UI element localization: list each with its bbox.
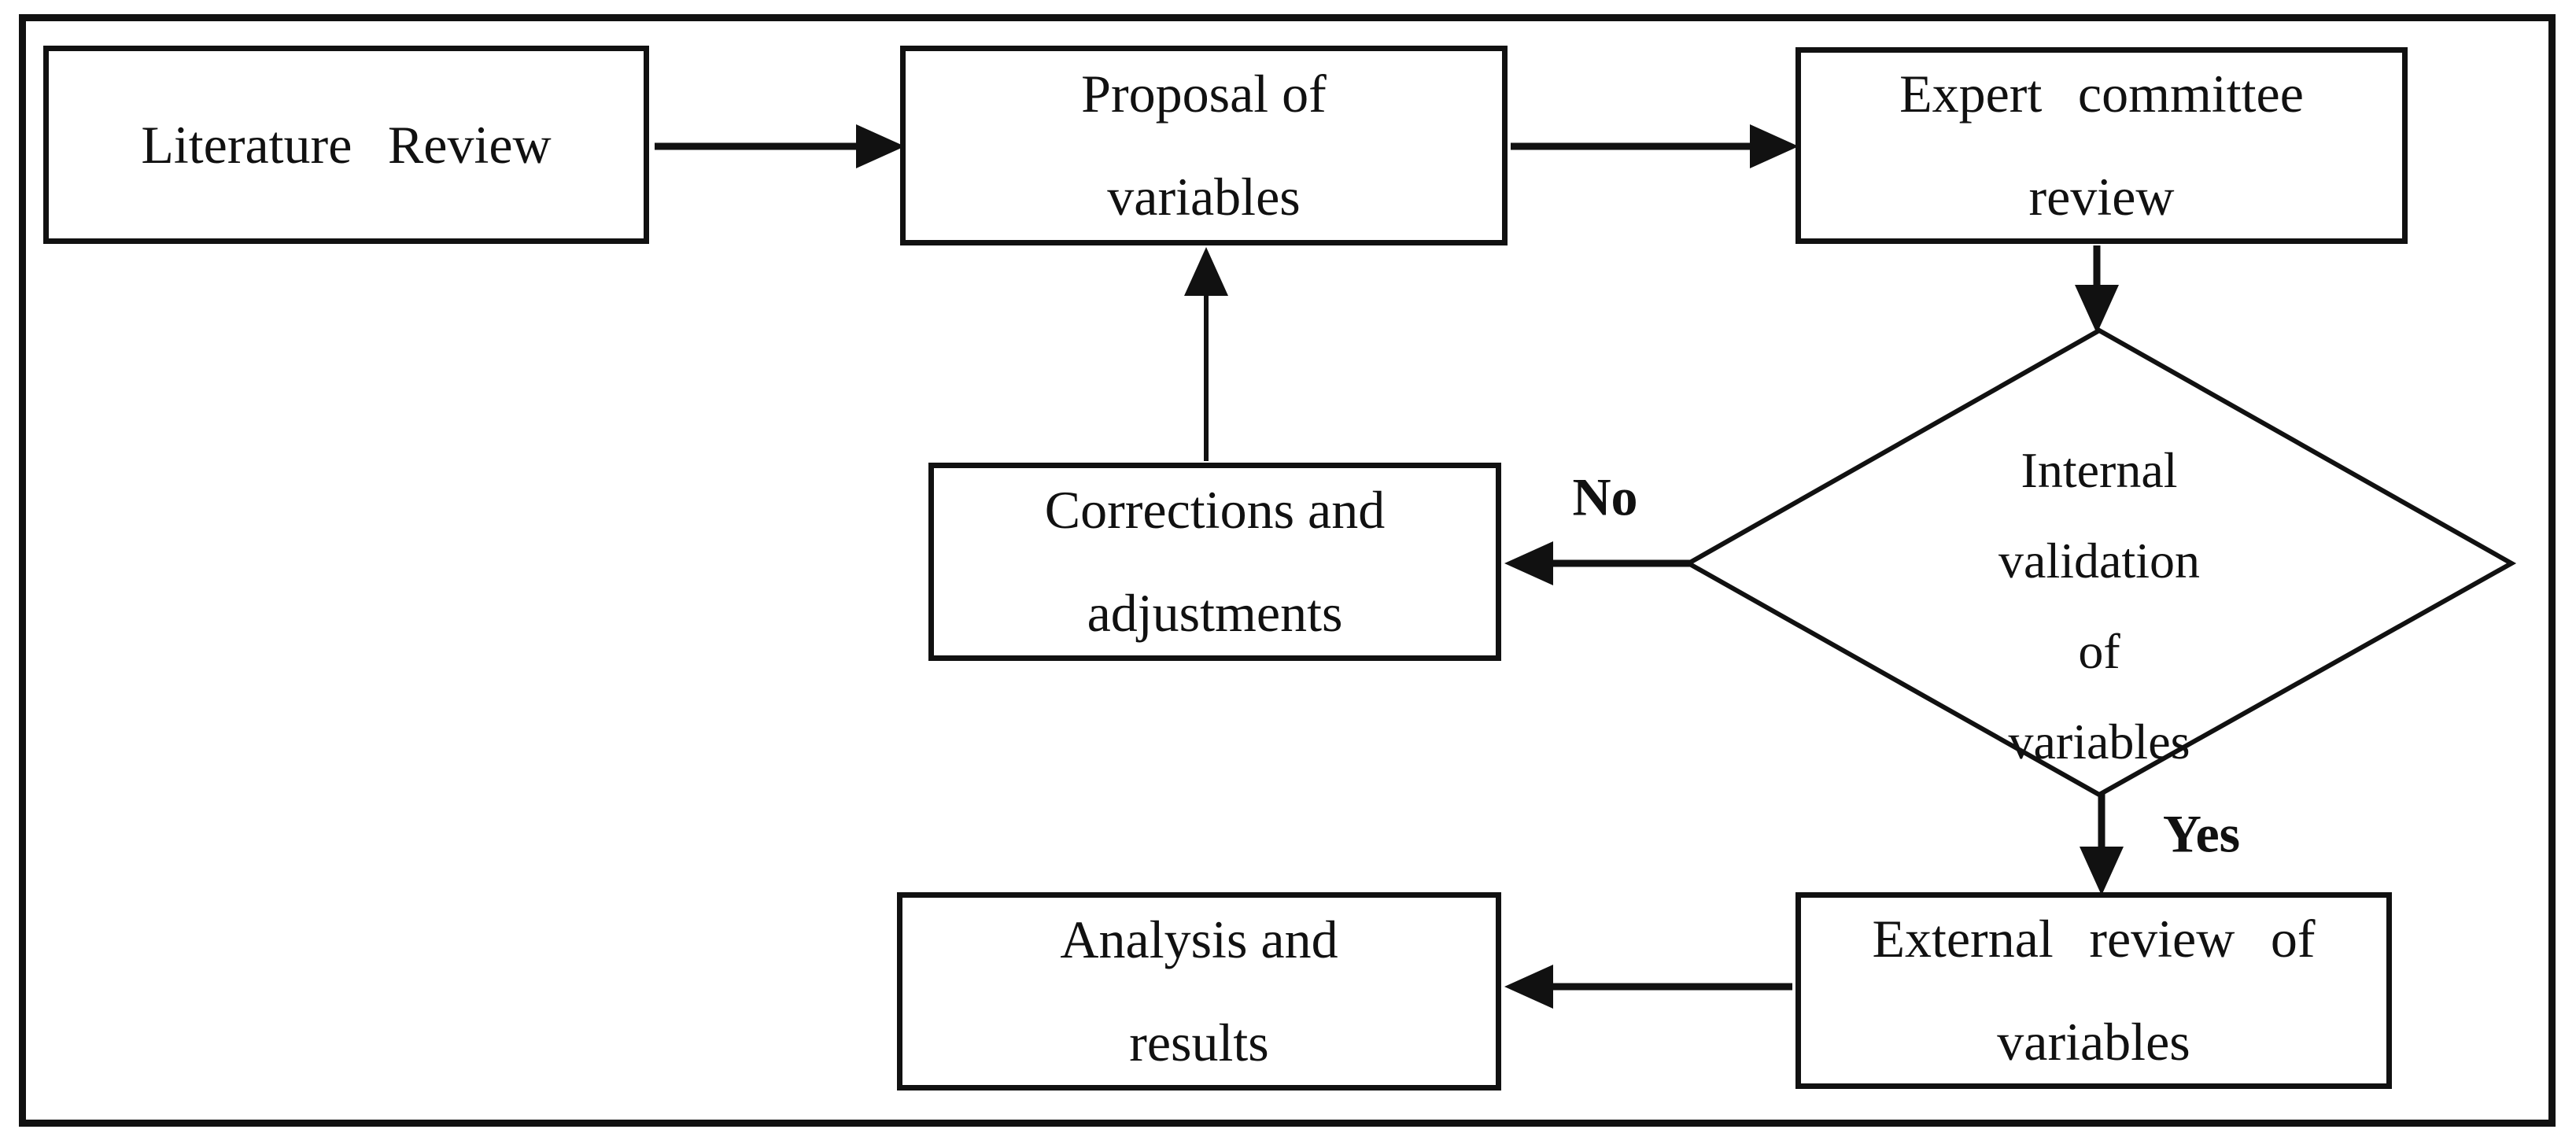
node-literature-review-label: Literature Review [141, 114, 552, 175]
node-corrections-line1: Corrections and [1044, 480, 1386, 541]
node-corrections-line2: adjustments [1087, 583, 1343, 643]
arrowhead-external-to-analysis [1504, 965, 1553, 1009]
node-proposal-line1: Proposal of [1081, 64, 1327, 124]
node-external-line1: External review of [1872, 909, 2316, 969]
arrowhead-expert-to-decision [2075, 285, 2119, 334]
decision-line1: Internal [2021, 442, 2178, 498]
arrowhead-literature-to-proposal [856, 124, 905, 168]
node-corrections-and-adjustments: Corrections and adjustments [928, 463, 1501, 661]
node-analysis-line1: Analysis and [1060, 910, 1338, 970]
decision-line3: of [2078, 623, 2120, 679]
node-expert-line1: Expert committee [1899, 64, 2304, 124]
node-analysis-line2: results [1129, 1013, 1269, 1072]
node-external-review-of-variables: External review of variables [1795, 892, 2392, 1089]
node-expert-line2: review [2028, 167, 2175, 227]
node-expert-committee-review: Expert committee review [1795, 47, 2408, 244]
diagram-outer-border [19, 14, 2556, 1127]
arrowhead-decision-to-external [2080, 847, 2124, 895]
node-external-line2: variables [1997, 1012, 2190, 1072]
node-internal-validation-decision: Internal validation of variables [1902, 425, 2296, 787]
arrowhead-decision-to-corrections [1504, 541, 1553, 585]
arrowhead-corrections-to-proposal [1184, 247, 1228, 296]
node-proposal-of-variables: Proposal of variables [900, 46, 1508, 245]
decision-line4: variables [2008, 714, 2190, 769]
node-proposal-line2: variables [1107, 167, 1301, 227]
edge-label-yes: Yes [2162, 803, 2241, 864]
node-literature-review: Literature Review [43, 46, 649, 244]
arrowhead-proposal-to-expert [1750, 124, 1799, 168]
edge-label-no: No [1572, 467, 1638, 527]
decision-line2: validation [1998, 533, 2200, 589]
node-analysis-and-results: Analysis and results [897, 892, 1501, 1090]
